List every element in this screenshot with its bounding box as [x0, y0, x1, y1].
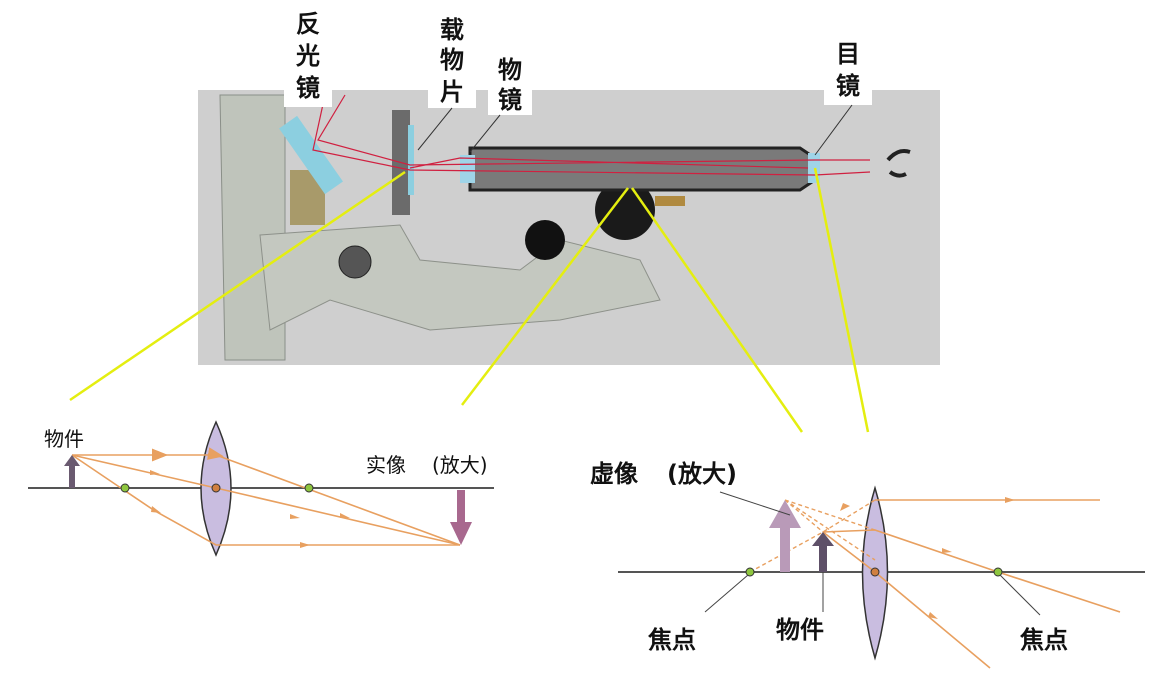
svg-text:物: 物 [440, 46, 464, 74]
label-objective: 物 镜 [488, 50, 532, 115]
label-mirror: 反 光 镜 [284, 5, 332, 107]
svg-text:光: 光 [295, 42, 320, 70]
label-slide: 载 物 片 [428, 10, 476, 108]
svg-text:焦点: 焦点 [648, 626, 696, 654]
virtual-image-diagram: 虚像 (放大) 焦点 物件 焦点 [590, 460, 1145, 669]
microscope-photo [198, 90, 940, 365]
svg-text:反: 反 [296, 10, 320, 38]
object-arrow [812, 532, 834, 572]
real-image-arrow [450, 490, 472, 545]
real-image-diagram: 物件 实像 (放大) [28, 420, 494, 557]
svg-text:目: 目 [836, 40, 860, 68]
svg-text:(放大): (放大) [667, 460, 737, 488]
svg-text:载: 载 [440, 16, 464, 44]
svg-text:镜: 镜 [296, 74, 320, 102]
object-arrow [64, 455, 80, 488]
svg-text:物件: 物件 [776, 616, 824, 644]
svg-text:虚像: 虚像 [590, 460, 639, 488]
svg-text:物件: 物件 [44, 427, 84, 451]
svg-text:物: 物 [498, 56, 522, 84]
svg-text:(放大): (放大) [432, 453, 488, 477]
svg-text:镜: 镜 [498, 86, 522, 114]
leader-lines [69, 167, 870, 433]
svg-text:实像: 实像 [366, 453, 406, 477]
svg-text:镜: 镜 [836, 72, 860, 100]
virtual-image-arrow [769, 500, 801, 572]
svg-text:片: 片 [440, 78, 464, 106]
svg-text:焦点: 焦点 [1020, 626, 1068, 654]
label-eyepiece: 目 镜 [824, 35, 872, 105]
